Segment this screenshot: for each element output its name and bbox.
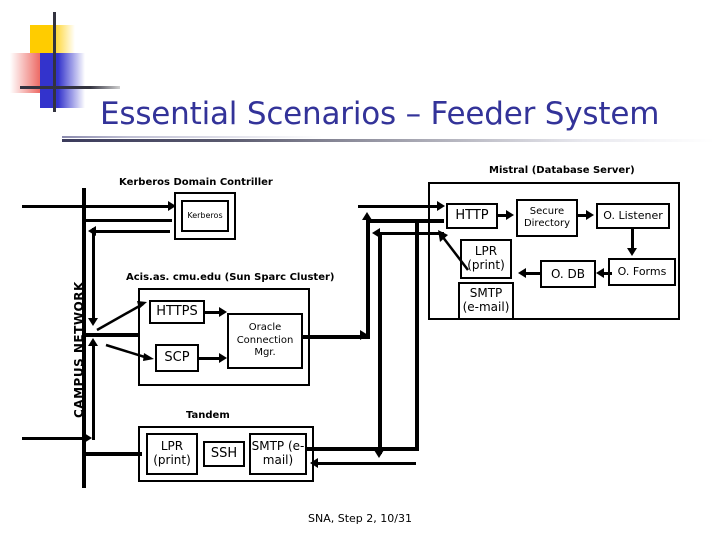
edge-network-to-scp — [105, 343, 154, 361]
edge-outer-rail-to-tandem-arrow-icon — [310, 458, 318, 468]
trunk-stub-bottom — [22, 437, 84, 440]
edge-securedir-to-listener-arrow-icon — [586, 210, 594, 220]
node-smtp-mistral[interactable]: SMTP (e-mail) — [458, 282, 514, 320]
trunk-rail-down — [92, 228, 95, 321]
node-lpr-mistral[interactable]: LPR (print) — [460, 239, 512, 279]
edge-outer-rail-to-tandem-lower — [316, 462, 416, 465]
decoration-horizontal-line — [20, 86, 120, 89]
kerberos-group-label: Kerberos Domain Contriller — [119, 177, 273, 188]
edge-scp-to-oraclemgr — [199, 357, 223, 360]
edge-mistral-outer-rail — [415, 219, 419, 451]
edge-https-to-oraclemgr-arrow-icon — [219, 307, 227, 317]
node-ssh[interactable]: SSH — [203, 441, 245, 467]
page-title: Essential Scenarios – Feeder System — [100, 96, 660, 132]
edge-mistral-return-top-arrow-icon — [372, 228, 380, 238]
node-o-db-label: O. DB — [550, 266, 586, 281]
node-o-forms-label: O. Forms — [617, 265, 667, 279]
slide-footer: SNA, Step 2, 10/31 — [308, 512, 412, 525]
mistral-group-label: Mistral (Database Server) — [489, 165, 635, 176]
edge-campus-to-http-top — [358, 205, 442, 208]
node-lpr-tandem-label: LPR (print) — [153, 439, 191, 467]
edge-tandem-to-network — [84, 452, 142, 456]
acis-bus-line — [84, 333, 140, 337]
edge-riser-up — [366, 219, 370, 339]
edge-listener-to-forms-arrow-icon — [627, 248, 637, 256]
edge-listener-to-forms — [631, 229, 634, 251]
node-o-listener-label: O. Listener — [603, 209, 663, 223]
edge-http-to-securedir-arrow-icon — [506, 210, 514, 220]
node-https[interactable]: HTTPS — [149, 300, 205, 324]
node-smtp-mistral-label: SMTP (e-mail) — [462, 286, 510, 314]
edge-securedir-to-listener — [578, 214, 590, 217]
edge-outer-rail-to-tandem — [307, 447, 419, 451]
node-http[interactable]: HTTP — [446, 203, 498, 229]
edge-riser-up-arrow-icon — [362, 212, 372, 220]
trunk-stub-bottom-arrow-icon — [84, 433, 92, 443]
edge-network-to-https — [96, 301, 147, 332]
edge-oraclemgr-to-riser-arrow-icon — [360, 330, 368, 340]
node-secure-directory-label: Secure Directory — [523, 206, 571, 229]
trunk-stub-top — [22, 205, 84, 208]
edge-return-riser-down — [378, 232, 382, 454]
edge-forms-to-odb — [602, 272, 612, 275]
edge-odb-output — [524, 272, 542, 275]
edge-oraclemgr-to-riser — [303, 335, 370, 339]
node-lpr-mistral-label: LPR (print) — [467, 244, 505, 272]
edge-scp-to-oraclemgr-arrow-icon — [219, 353, 227, 363]
campus-network-trunk — [82, 188, 86, 488]
decoration-square-blue — [40, 53, 85, 108]
node-smtp-tandem[interactable]: SMTP (e-mail) — [249, 433, 307, 475]
edge-kerberos-to-network — [96, 230, 170, 233]
node-smtp-tandem-label: SMTP (e-mail) — [251, 439, 305, 467]
title-rule-highlight — [62, 136, 714, 138]
edge-odb-output-arrow-icon — [518, 268, 526, 278]
node-scp[interactable]: SCP — [155, 344, 199, 372]
edge-forms-to-odb-arrow-icon — [596, 268, 604, 278]
edge-mistral-return-top — [378, 232, 444, 235]
edge-return-riser-down-arrow-icon — [374, 450, 384, 458]
tandem-group-label: Tandem — [186, 410, 230, 421]
node-o-db[interactable]: O. DB — [540, 260, 596, 288]
edge-network-to-kerberos — [84, 205, 170, 208]
title-rule — [62, 139, 714, 142]
trunk-rail-up-arrow-icon — [88, 338, 98, 346]
edge-http-to-securedir — [498, 214, 510, 217]
node-kerberos[interactable]: Kerberos — [181, 200, 229, 232]
edge-campus-to-http-top-arrow-icon — [437, 201, 445, 211]
title-decoration — [0, 0, 130, 115]
edge-kerberos-bus — [84, 219, 172, 222]
edge-network-to-kerberos-arrow-icon — [168, 201, 176, 211]
edge-riser-top-join — [366, 219, 444, 223]
decoration-vertical-line — [53, 12, 56, 112]
edge-kerberos-to-network-arrow-icon — [88, 226, 96, 236]
trunk-rail-down-arrow-icon — [88, 318, 98, 326]
node-o-forms[interactable]: O. Forms — [608, 258, 676, 286]
node-oracle-connection-mgr-label: Oracle Connection Mgr. — [236, 322, 294, 359]
node-oracle-connection-mgr[interactable]: Oracle Connection Mgr. — [227, 313, 303, 369]
acis-group-label: Acis.as. cmu.edu (Sun Sparc Cluster) — [126, 272, 335, 283]
node-o-listener[interactable]: O. Listener — [596, 203, 670, 229]
node-secure-directory[interactable]: Secure Directory — [516, 199, 578, 237]
edge-https-to-oraclemgr — [205, 311, 223, 314]
node-lpr-tandem[interactable]: LPR (print) — [146, 433, 198, 475]
trunk-rail-up — [92, 345, 95, 440]
